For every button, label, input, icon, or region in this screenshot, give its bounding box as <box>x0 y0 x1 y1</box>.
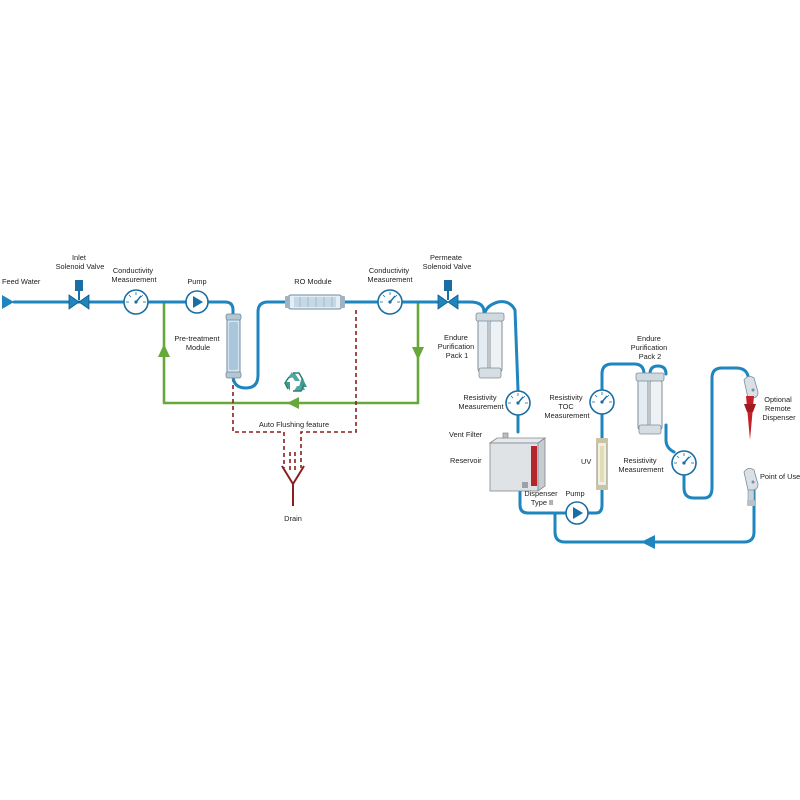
label-feed-water: Feed Water <box>2 277 41 286</box>
optional-remote-dispenser-icon <box>743 376 759 440</box>
label-pretreatment: Pre-treatment Module <box>174 334 221 352</box>
inlet-solenoid-valve-icon <box>68 280 90 310</box>
pump-1-icon <box>185 290 209 314</box>
pretreatment-cartridge-icon <box>225 313 242 379</box>
point-of-use-dispenser-icon <box>743 468 759 506</box>
drain-icon <box>281 465 305 506</box>
label-endure-pack-2: Endure Purification Pack 2 <box>631 334 670 361</box>
recirc-arrow-down-icon <box>412 347 424 360</box>
label-pump-1: Pump <box>187 277 206 286</box>
label-pump-2: Pump <box>565 489 584 498</box>
label-ro-module: RO Module <box>294 277 331 286</box>
label-conductivity-1: Conductivity Measurement <box>111 266 156 284</box>
label-vent-filter: Vent Filter <box>449 430 483 439</box>
label-conductivity-2: Conductivity Measurement <box>367 266 412 284</box>
feed-arrow-icon <box>2 295 14 309</box>
stage-1-pipeline <box>12 300 520 392</box>
resistivity-gauge-2-icon <box>671 450 697 476</box>
label-dispenser-type2: Dispenser Type II <box>524 489 559 507</box>
label-resistivity-2: Resistivity Measurement <box>618 456 663 474</box>
conductivity-gauge-1-icon <box>123 289 149 315</box>
resistivity-gauge-1-icon <box>505 390 531 416</box>
permeate-solenoid-valve-icon <box>437 280 459 310</box>
recirculation-loop <box>158 302 424 409</box>
diagram-labels: Feed Water Inlet Solenoid Valve Conducti… <box>2 253 800 523</box>
label-uv: UV <box>581 457 591 466</box>
label-optional-remote: Optional Remote Dispenser <box>762 395 796 422</box>
recirc-arrow-left-icon <box>287 397 299 409</box>
endure-pack-1-icon <box>475 312 505 379</box>
auto-flushing-drain-lines <box>232 310 357 506</box>
label-auto-flushing: Auto Flushing feature <box>259 420 329 429</box>
label-reservoir: Reservoir <box>450 456 482 465</box>
ro-module-icon <box>285 294 345 310</box>
stage-2-pipeline <box>516 362 756 549</box>
recirc-arrow-up-icon <box>158 344 170 357</box>
label-endure-pack-1: Endure Purification Pack 1 <box>438 333 477 360</box>
label-permeate-valve: Permeate Solenoid Valve <box>423 253 472 271</box>
label-drain: Drain <box>284 514 302 523</box>
reservoir-tank-icon <box>488 432 547 492</box>
label-resistivity-1: Resistivity Measurement <box>458 393 503 411</box>
label-point-of-use: Point of Use <box>760 472 800 481</box>
recycle-icon <box>284 372 307 392</box>
conductivity-gauge-2-icon <box>377 289 403 315</box>
uv-lamp-icon <box>596 438 608 490</box>
label-resistivity-toc: Resistivity TOC Measurement <box>544 393 589 420</box>
endure-pack-2-icon <box>635 372 665 435</box>
return-flow-arrow-icon <box>641 535 655 549</box>
label-inlet-valve: Inlet Solenoid Valve <box>56 253 105 271</box>
pump-2-icon <box>565 501 589 525</box>
resistivity-toc-gauge-icon <box>589 389 615 415</box>
